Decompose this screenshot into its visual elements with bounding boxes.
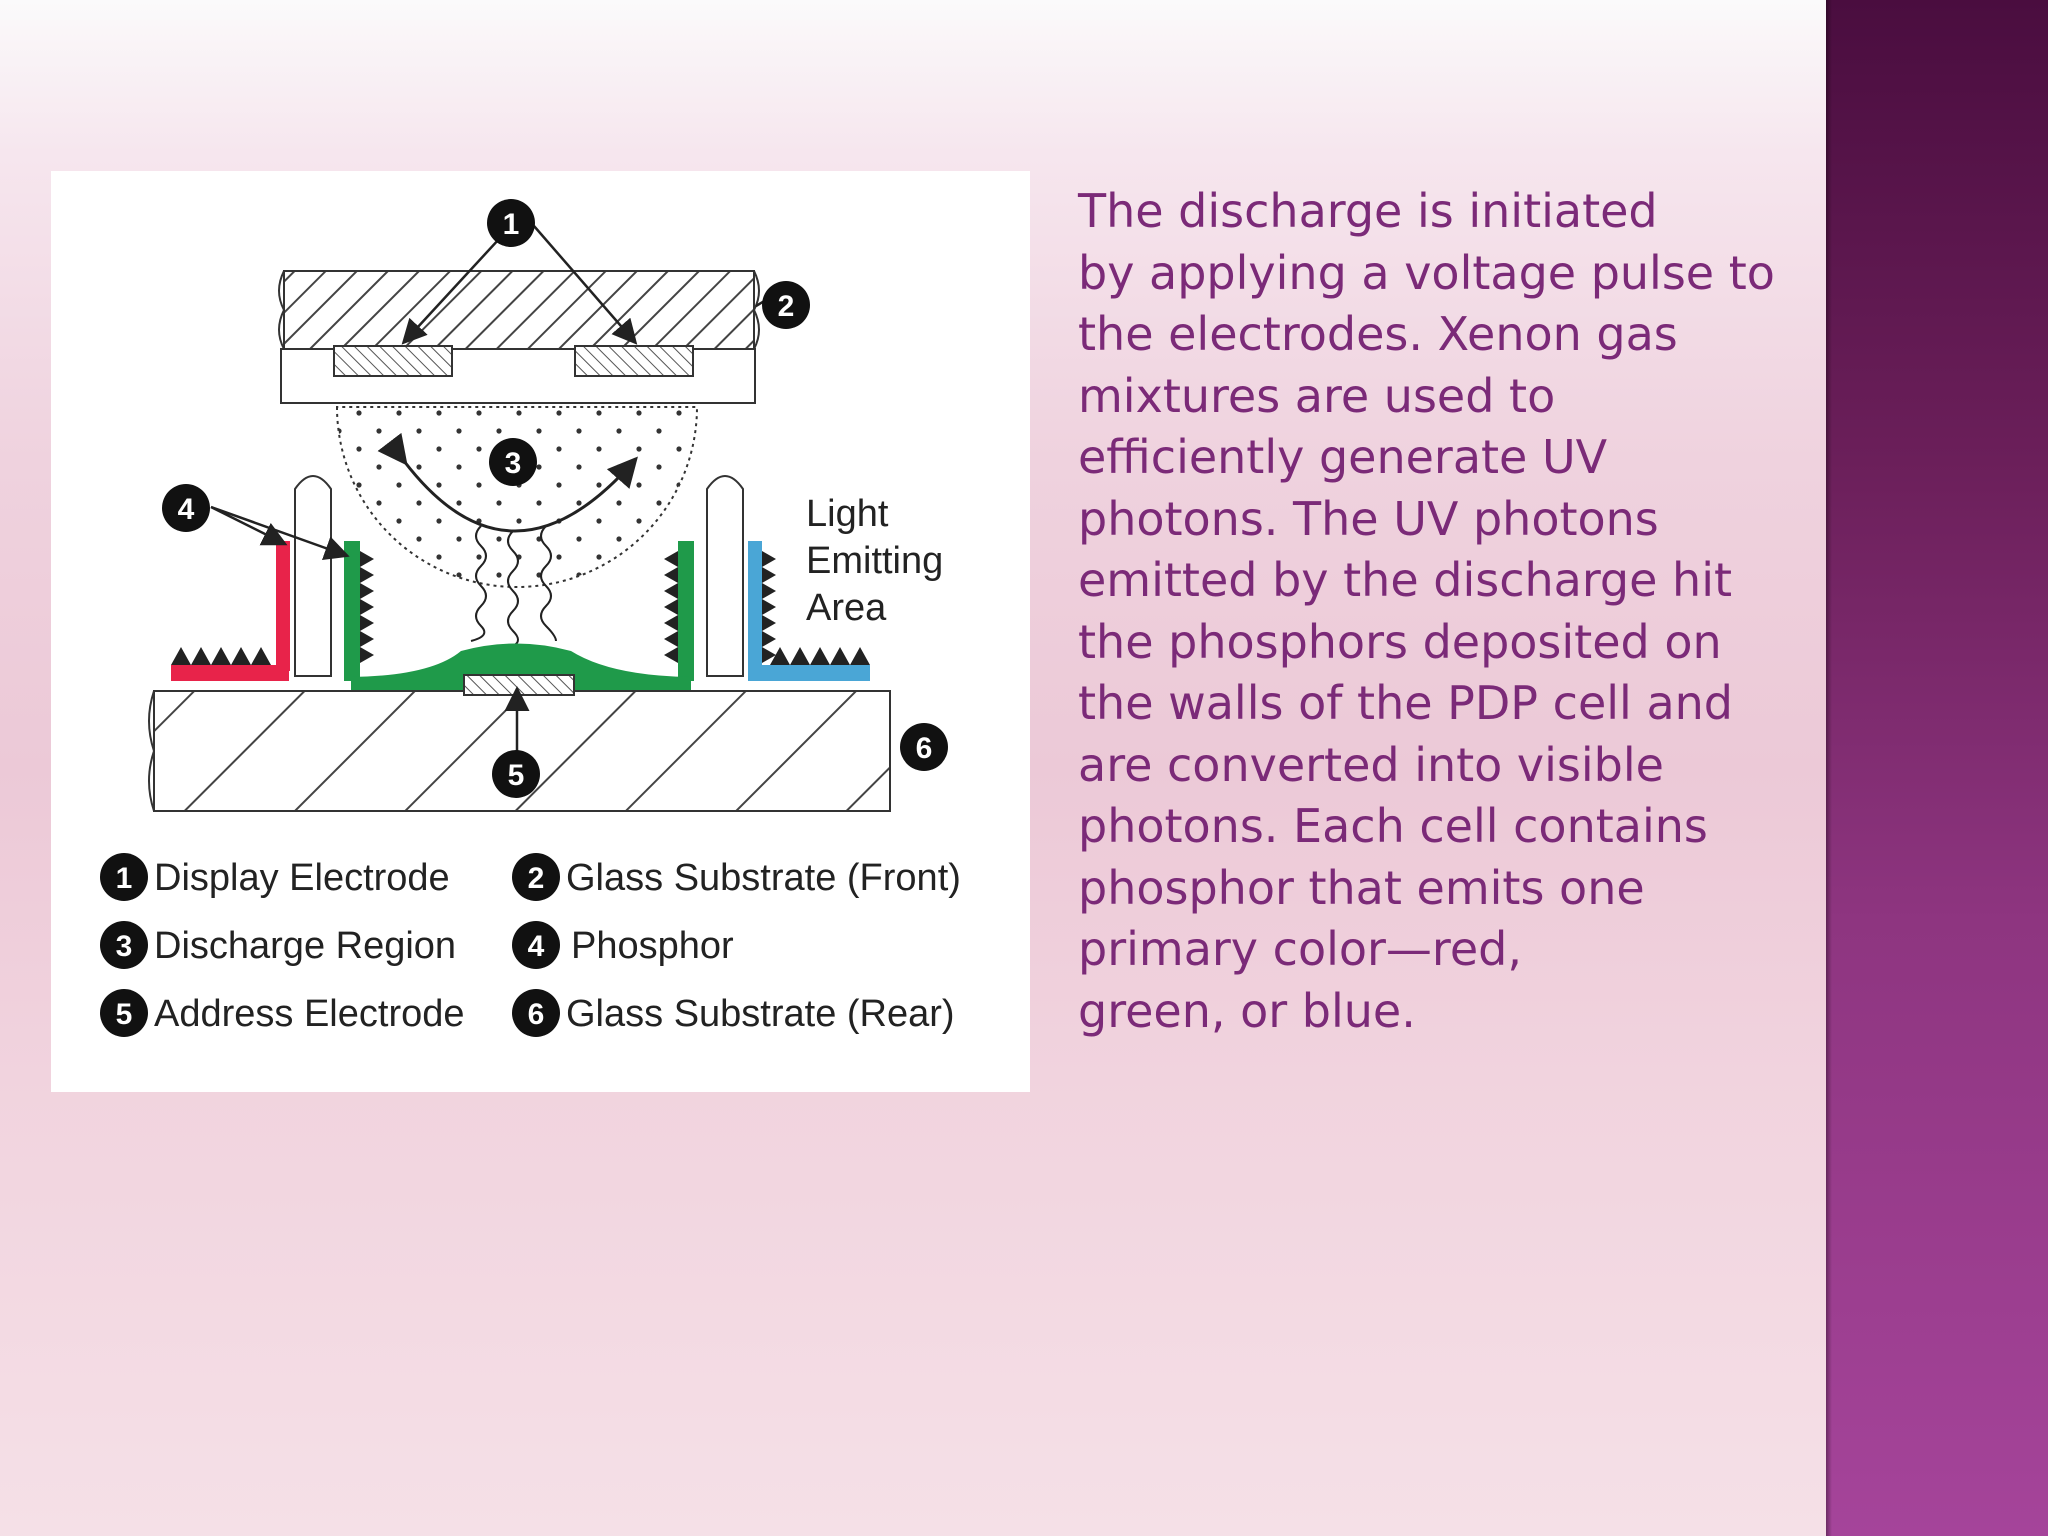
text-line: mixtures are used to <box>1078 368 1556 423</box>
callout-marker-3: 3 <box>489 438 537 486</box>
svg-text:3: 3 <box>116 930 133 963</box>
svg-text:Discharge Region: Discharge Region <box>154 925 456 967</box>
diagram-svg: 1 2 3 4 5 6 Light Emitting Area <box>100 199 961 1037</box>
callout-marker-6: 6 <box>900 723 948 771</box>
svg-text:Phosphor: Phosphor <box>571 925 734 967</box>
text-line: phosphor that emits one <box>1078 860 1645 915</box>
explanation-text: The discharge is initiated by applying a… <box>1078 181 1798 1042</box>
svg-text:1: 1 <box>116 862 133 895</box>
svg-text:Light: Light <box>806 493 889 535</box>
text-line: emitted by the discharge hit <box>1078 553 1733 607</box>
legend-item-3: 3 Discharge Region <box>100 921 456 969</box>
legend: 1 Display Electrode 2 Glass Substrate (F… <box>100 853 961 1037</box>
pdp-cell-diagram: 1 2 3 4 5 6 Light Emitting Area <box>51 171 1030 1092</box>
svg-text:4: 4 <box>178 493 195 526</box>
svg-text:2: 2 <box>528 862 545 895</box>
text-line: efficiently generate UV <box>1078 430 1608 484</box>
text-line: the phosphors deposited on <box>1078 614 1722 669</box>
svg-text:5: 5 <box>508 759 525 792</box>
legend-item-6: 6 Glass Substrate (Rear) <box>512 989 955 1037</box>
text-line: are converted into visible <box>1078 737 1664 792</box>
text-line: photons. The UV photons <box>1078 491 1659 546</box>
phosphor-blue <box>748 541 870 681</box>
light-emitting-area-label: Light Emitting Area <box>806 493 943 629</box>
display-electrode-right <box>574 345 694 377</box>
svg-text:Area: Area <box>806 587 887 629</box>
text-line: by applying a voltage pulse to <box>1078 245 1775 300</box>
callout-marker-2: 2 <box>762 281 810 329</box>
legend-item-5: 5 Address Electrode <box>100 989 465 1037</box>
svg-text:6: 6 <box>528 998 545 1031</box>
svg-text:Glass Substrate (Front): Glass Substrate (Front) <box>566 857 961 899</box>
svg-text:Emitting: Emitting <box>806 540 943 582</box>
svg-text:6: 6 <box>916 732 933 765</box>
text-line: the walls of the PDP cell and <box>1078 676 1733 730</box>
svg-text:3: 3 <box>505 447 522 480</box>
text-line: green, or blue. <box>1078 983 1416 1038</box>
uv-photon-rays <box>470 525 557 647</box>
barrier-rib-left <box>294 475 332 677</box>
phosphor-green <box>344 541 694 691</box>
svg-text:5: 5 <box>116 998 133 1031</box>
svg-text:2: 2 <box>778 290 795 323</box>
discharge-arc-arrow <box>377 432 638 533</box>
text-line: primary color—red, <box>1078 922 1522 976</box>
leader-lines <box>210 225 772 768</box>
phosphor-red <box>171 541 290 681</box>
svg-text:Display Electrode: Display Electrode <box>154 857 450 899</box>
legend-item-1: 1 Display Electrode <box>100 853 450 901</box>
svg-text:Glass Substrate (Rear): Glass Substrate (Rear) <box>566 993 955 1035</box>
callout-marker-1: 1 <box>487 199 535 247</box>
svg-text:Address Electrode: Address Electrode <box>154 993 465 1035</box>
callout-marker-4: 4 <box>162 484 210 532</box>
callout-marker-5: 5 <box>492 750 540 798</box>
legend-item-2: 2 Glass Substrate (Front) <box>512 853 961 901</box>
text-line: the electrodes. Xenon gas <box>1078 307 1678 361</box>
legend-item-4: 4 Phosphor <box>512 921 734 969</box>
front-glass-substrate <box>278 270 760 404</box>
barrier-rib-right <box>706 475 744 677</box>
svg-text:4: 4 <box>528 930 545 963</box>
decorative-side-bar <box>1826 0 2048 1536</box>
text-line: photons. Each cell contains <box>1078 799 1708 853</box>
display-electrode-left <box>333 345 453 377</box>
address-electrode <box>463 674 575 696</box>
svg-text:1: 1 <box>503 208 520 241</box>
text-line: The discharge is initiated <box>1078 184 1658 238</box>
